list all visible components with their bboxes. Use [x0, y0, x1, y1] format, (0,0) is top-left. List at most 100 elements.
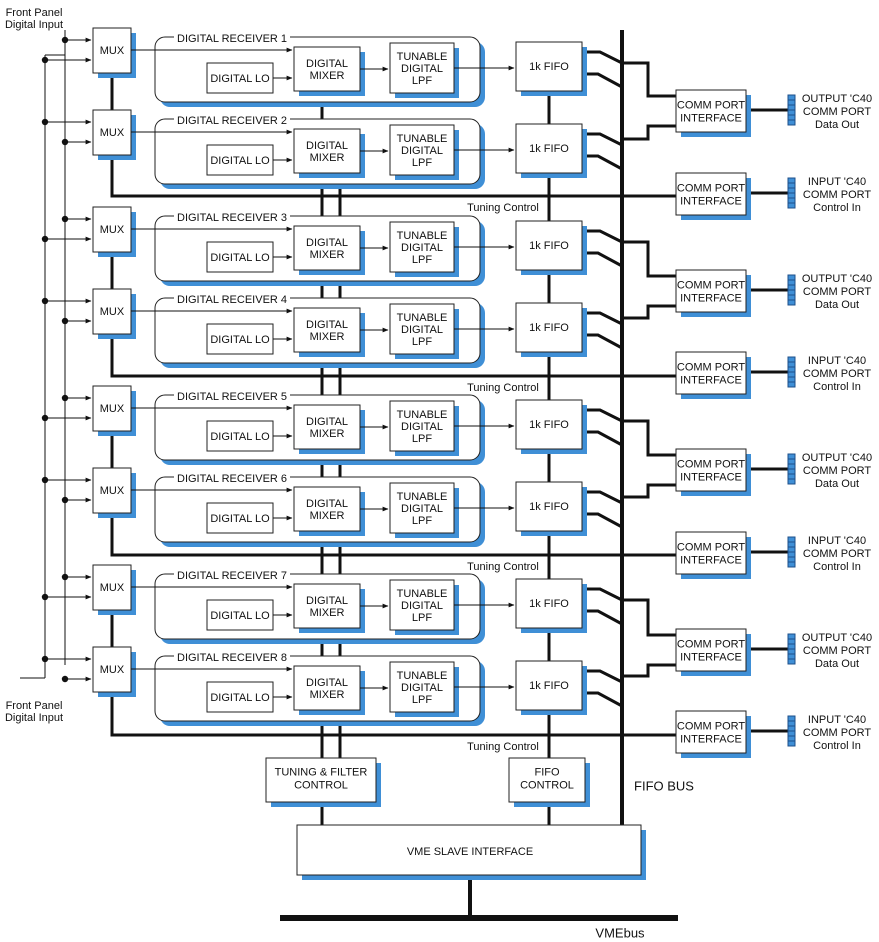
fifo-to-bus-upper: [582, 669, 623, 684]
fifo-to-bus-upper: [582, 490, 623, 505]
fifo-label: 1k FIFO: [529, 240, 569, 252]
bus-to-comm-out-a: [622, 419, 676, 457]
comm-port-input-3: [675, 531, 751, 579]
fifo-1: [515, 41, 587, 96]
digital-lo-label: DIGITAL LO: [210, 431, 270, 443]
mux-label: MUX: [100, 582, 125, 594]
input-connector-4: [787, 715, 796, 747]
fifo-8: [515, 660, 587, 715]
receiver-1-label: DIGITAL RECEIVER 1: [177, 33, 287, 45]
bus-to-comm-out-a: [622, 61, 676, 98]
fifo-to-bus-upper: [582, 587, 623, 602]
fifo-label: 1k FIFO: [529, 598, 569, 610]
fifo-5: [515, 399, 587, 454]
fifo-label: 1k FIFO: [529, 322, 569, 334]
digital-lo-2: [206, 144, 274, 176]
fifo-7: [515, 578, 587, 633]
fifo-to-bus-upper: [582, 408, 623, 423]
mux-1: [92, 27, 136, 78]
fifo-to-bus-upper: [582, 311, 623, 326]
tuning-control-label: Tuning Control: [467, 561, 539, 573]
fifo-bus-label: FIFO BUS: [634, 779, 694, 794]
input-connector-2: [787, 356, 796, 388]
tuning-control-label: Tuning Control: [467, 382, 539, 394]
digital-lo-label: DIGITAL LO: [210, 334, 270, 346]
digital-lo-label: DIGITAL LO: [210, 513, 270, 525]
fifo-to-bus-upper: [582, 132, 623, 147]
junction-dot: [61, 675, 69, 683]
digital-mixer-5: [293, 404, 365, 454]
digital-lo-label: DIGITAL LO: [210, 692, 270, 704]
fifo-to-bus-lower: [582, 154, 623, 171]
output-connector-4: [787, 633, 796, 665]
fifo-3: [515, 220, 587, 275]
tunable-lpf-4: [389, 303, 459, 359]
comm-port-output-2: [675, 269, 751, 317]
fifo-to-bus-lower: [582, 251, 623, 268]
fifo-label: 1k FIFO: [529, 501, 569, 513]
tunable-lpf-1: [389, 42, 459, 98]
bus-to-comm-out-a: [622, 598, 676, 637]
digital-mixer-3: [293, 225, 365, 275]
comm-port-input-1: [675, 172, 751, 220]
receiver-8-label: DIGITAL RECEIVER 8: [177, 652, 287, 664]
receiver-5-label: DIGITAL RECEIVER 5: [177, 391, 287, 403]
fifo-to-bus-lower: [582, 333, 623, 350]
digital-mixer-8: [293, 665, 365, 715]
comm-port-input-2: [675, 351, 751, 399]
mux-3: [92, 206, 136, 257]
receiver-4-label: DIGITAL RECEIVER 4: [177, 294, 287, 306]
mux-7: [92, 564, 136, 615]
mux-label: MUX: [100, 306, 125, 318]
digital-lo-label: DIGITAL LO: [210, 155, 270, 167]
signal-lines: [20, 30, 515, 700]
mux-label: MUX: [100, 664, 125, 676]
digital-lo-1: [206, 62, 274, 94]
receiver-6-label: DIGITAL RECEIVER 6: [177, 473, 287, 485]
fifo-6: [515, 481, 587, 536]
mux-6: [92, 467, 136, 518]
input-connector-1: [787, 177, 796, 209]
tunable-lpf-7: [389, 579, 459, 635]
fifo-to-bus-upper: [582, 50, 623, 65]
receiver-2-label: DIGITAL RECEIVER 2: [177, 115, 287, 127]
mux-label: MUX: [100, 127, 125, 139]
bus-to-comm-out-b: [622, 124, 676, 141]
digital-mixer-6: [293, 486, 365, 536]
digital-lo-label: DIGITAL LO: [210, 610, 270, 622]
digital-lo-label: DIGITAL LO: [210, 252, 270, 264]
mux-4: [92, 288, 136, 339]
digital-lo-5: [206, 420, 274, 452]
mux-5: [92, 385, 136, 436]
mux-label: MUX: [100, 485, 125, 497]
tuning-filter-control-block: [265, 757, 381, 807]
fifo-to-bus-lower: [582, 691, 623, 708]
comm-port-output-4: [675, 628, 751, 676]
